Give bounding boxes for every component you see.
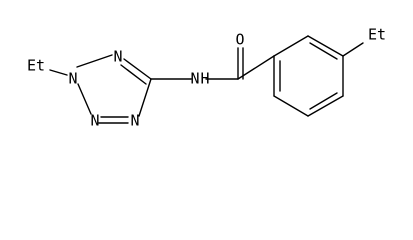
bond-benzene-4-5 <box>307 95 344 117</box>
atom-label-amide-h: H <box>200 70 209 88</box>
chemical-structure-diagram: Et N N N N N H O Et <box>27 26 386 130</box>
atom-label-ethyl-right: Et <box>368 26 386 44</box>
atom-label-ethyl-left: Et <box>27 57 45 75</box>
bond-benzene-inner-4-5 <box>309 92 338 110</box>
atom-label-ring-n-bottom-left: N <box>90 112 99 130</box>
bond-benzene-inner-2-3 <box>309 42 338 60</box>
atom-label-ring-n-left: N <box>68 70 77 88</box>
bond-ring-n-top-c5-double <box>120 64 147 85</box>
atom-label-ring-n-bottom-right: N <box>130 112 139 130</box>
bond-ring-c5-n-bottom-right <box>138 78 152 117</box>
atom-labels: Et N N N N N H O Et <box>27 26 386 130</box>
bond-benzene-ethyl <box>342 42 364 57</box>
bond-benzene-2-3 <box>307 35 344 57</box>
bond-benzene-5-6 <box>273 95 309 117</box>
atom-label-carbonyl-o: O <box>235 31 244 49</box>
bond-ring-n-left-n-top <box>76 54 113 68</box>
atom-label-amide-n: N <box>190 70 199 88</box>
bond-et-n-ring-left <box>49 69 68 76</box>
bonds <box>49 35 364 124</box>
bond-ring-n-bottom-left-n-left <box>77 83 92 115</box>
bond-benzene-1-2 <box>273 35 309 57</box>
atom-label-ring-n-top: N <box>113 48 122 66</box>
bond-carbonyl-c-benzene <box>237 55 275 80</box>
bond-ring-n-top-c5 <box>123 58 152 80</box>
